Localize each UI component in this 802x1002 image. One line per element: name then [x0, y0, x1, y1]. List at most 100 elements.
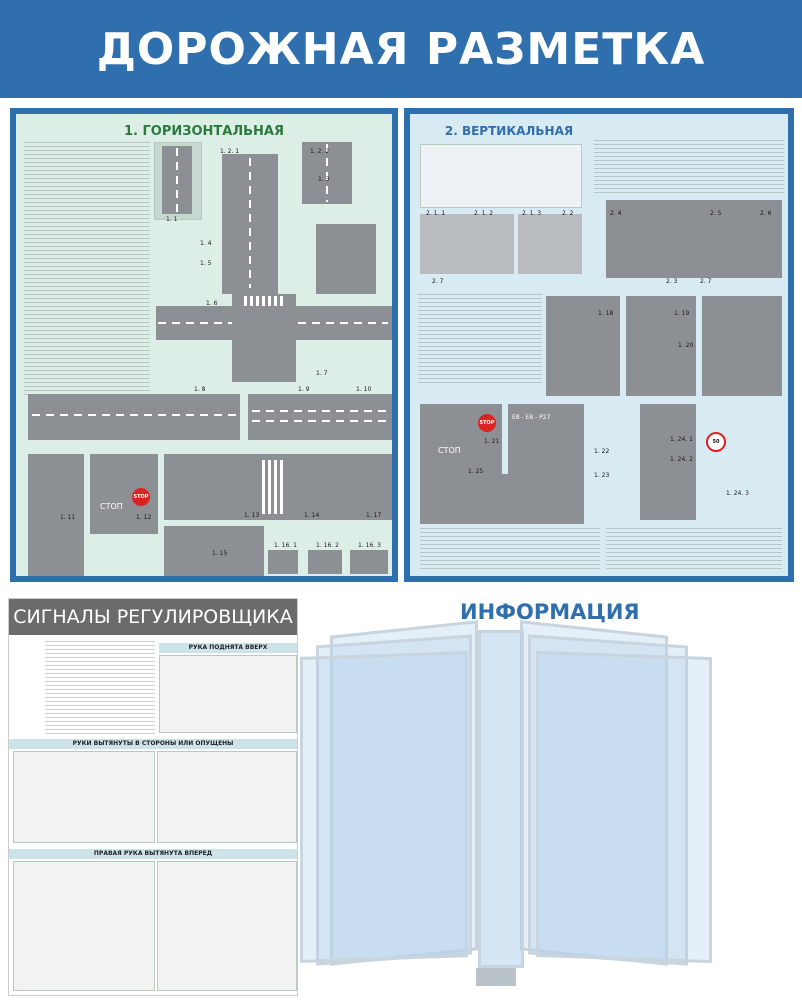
road-2-2	[518, 214, 582, 274]
label-1-24-2: 1. 24. 2	[670, 456, 693, 463]
label-1-15: 1. 15	[212, 550, 228, 557]
vertical-description-text	[594, 140, 784, 196]
vertical-footnote-text	[420, 528, 600, 570]
label-1-14: 1. 14	[304, 512, 320, 519]
stop-sign-icon-vertical: STOP	[478, 414, 496, 432]
road-1-3	[316, 224, 376, 294]
label-2-7-b: 2. 7	[700, 278, 712, 285]
road-dash	[252, 410, 390, 412]
road-dash	[158, 322, 232, 324]
road-1-16-2	[308, 550, 342, 574]
info-title: ИНФОРМАЦИЯ	[460, 600, 640, 624]
vertical-text-block-2	[418, 294, 542, 384]
road-dash	[176, 148, 178, 212]
regulator-scene-1	[159, 655, 297, 733]
info-stand-base	[476, 968, 516, 986]
road-1-15	[164, 526, 264, 576]
regulator-description-text	[45, 641, 155, 737]
info-pocket-center[interactable]	[478, 630, 524, 968]
label-2-2: 2. 2	[562, 210, 574, 217]
label-1-19: 1. 19	[674, 310, 690, 317]
road-1-18	[546, 296, 620, 396]
label-1-5: 1. 5	[200, 260, 212, 267]
regulator-signals-panel: СИГНАЛЫ РЕГУЛИРОВЩИКА РУКА ПОДНЯТА ВВЕРХ…	[8, 598, 298, 996]
bridge-illustration	[420, 144, 582, 208]
label-1-10: 1. 10	[356, 386, 372, 393]
label-2-1-3: 2. 1. 3	[522, 210, 542, 217]
label-2-4: 2. 4	[610, 210, 622, 217]
label-1-7: 1. 7	[316, 370, 328, 377]
label-1-13: 1. 13	[244, 512, 260, 519]
road-dash	[249, 158, 251, 288]
label-1-3: 1. 3	[318, 176, 330, 183]
road-dash	[252, 420, 390, 422]
label-1-16-2: 1. 16. 2	[316, 542, 339, 549]
label-2-3: 2. 3	[666, 278, 678, 285]
road-1-9	[248, 394, 392, 440]
horizontal-markings-panel: 1. ГОРИЗОНТАЛЬНАЯ 1. 1 1. 2. 1 1. 2. 2 1…	[10, 108, 398, 582]
label-1-2-2: 1. 2. 2	[310, 148, 330, 155]
zebra-crossing	[262, 460, 286, 514]
label-1-4: 1. 4	[200, 240, 212, 247]
horizontal-panel-inner: 1. ГОРИЗОНТАЛЬНАЯ 1. 1 1. 2. 1 1. 2. 2 1…	[16, 114, 392, 576]
regulator-bar-2: РУКИ ВЫТЯНУТЫ В СТОРОНЫ ИЛИ ОПУЩЕНЫ	[9, 739, 297, 749]
road-1-19	[626, 296, 696, 396]
regulator-bar-1: РУКА ПОДНЯТА ВВЕРХ	[159, 643, 297, 653]
regulator-bar-3: ПРАВАЯ РУКА ВЫТЯНУТА ВПЕРЕД	[9, 849, 297, 859]
label-1-23: 1. 23	[594, 472, 610, 479]
stop-sign-icon: STOP	[132, 488, 150, 506]
vertical-title: 2. ВЕРТИКАЛЬНАЯ	[444, 124, 574, 138]
page-header: ДОРОЖНАЯ РАЗМЕТКА	[0, 0, 802, 98]
road-1-8	[28, 394, 240, 440]
label-2-7: 2. 7	[432, 278, 444, 285]
road-1-16-1	[268, 550, 298, 574]
road-dash	[298, 322, 388, 324]
road-perspective-vertical	[606, 200, 782, 278]
vertical-footnote-text-2	[606, 528, 782, 570]
label-1-25: 1. 25	[468, 468, 484, 475]
info-pocket-right-3[interactable]	[536, 650, 712, 964]
label-1-2-1: 1. 2. 1	[220, 148, 240, 155]
label-1-16-1: 1. 16. 1	[274, 542, 297, 549]
regulator-scene-3	[157, 751, 297, 843]
road-2-1	[420, 214, 514, 274]
regulator-scene-5	[157, 861, 297, 991]
label-1-6: 1. 6	[206, 300, 218, 307]
vertical-markings-panel: 2. ВЕРТИКАЛЬНАЯ 2. 1. 1 2. 1. 2 2. 1. 3 …	[404, 108, 794, 582]
road-1-11	[28, 454, 84, 576]
stop-road-text: СТОП	[100, 502, 123, 511]
label-1-9: 1. 9	[298, 386, 310, 393]
label-2-1-2: 2. 1. 2	[474, 210, 494, 217]
label-1-20: 1. 20	[678, 342, 694, 349]
horizontal-description-text	[24, 142, 150, 398]
label-1-22: 1. 22	[594, 448, 610, 455]
road-1-20	[702, 296, 782, 396]
info-pocket-left-3[interactable]	[300, 651, 468, 963]
road-1-16-3	[350, 550, 388, 574]
label-1-24-1: 1. 24. 1	[670, 436, 693, 443]
label-2-5: 2. 5	[710, 210, 722, 217]
regulator-scene-2	[13, 751, 155, 843]
label-1-21: 1. 21	[484, 438, 500, 445]
road-dash	[326, 144, 328, 202]
vertical-panel-inner: 2. ВЕРТИКАЛЬНАЯ 2. 1. 1 2. 1. 2 2. 1. 3 …	[410, 114, 788, 576]
road-1-24	[640, 404, 696, 520]
label-1-12: 1. 12	[136, 514, 152, 521]
lane-direction-text: Е8 - Е8 - Р27	[512, 414, 551, 421]
zebra-crossing	[244, 296, 284, 306]
label-1-17: 1. 17	[366, 512, 382, 519]
label-1-8: 1. 8	[194, 386, 206, 393]
stop-road-text-vertical: СТОП	[438, 446, 461, 455]
road-intersection-v	[232, 294, 296, 382]
regulator-scene-4	[13, 861, 155, 991]
label-1-16-3: 1. 16. 3	[358, 542, 381, 549]
horizontal-title: 1. ГОРИЗОНТАЛЬНАЯ	[123, 124, 284, 139]
label-2-1-1: 2. 1. 1	[426, 210, 446, 217]
speed-limit-sign-icon: 50	[706, 432, 726, 452]
label-1-24-3: 1. 24. 3	[726, 490, 749, 497]
road-1-25	[420, 474, 584, 524]
label-1-1: 1. 1	[166, 216, 178, 223]
label-1-11: 1. 11	[60, 514, 76, 521]
regulator-title: СИГНАЛЫ РЕГУЛИРОВЩИКА	[9, 599, 297, 635]
label-2-6: 2. 6	[760, 210, 772, 217]
